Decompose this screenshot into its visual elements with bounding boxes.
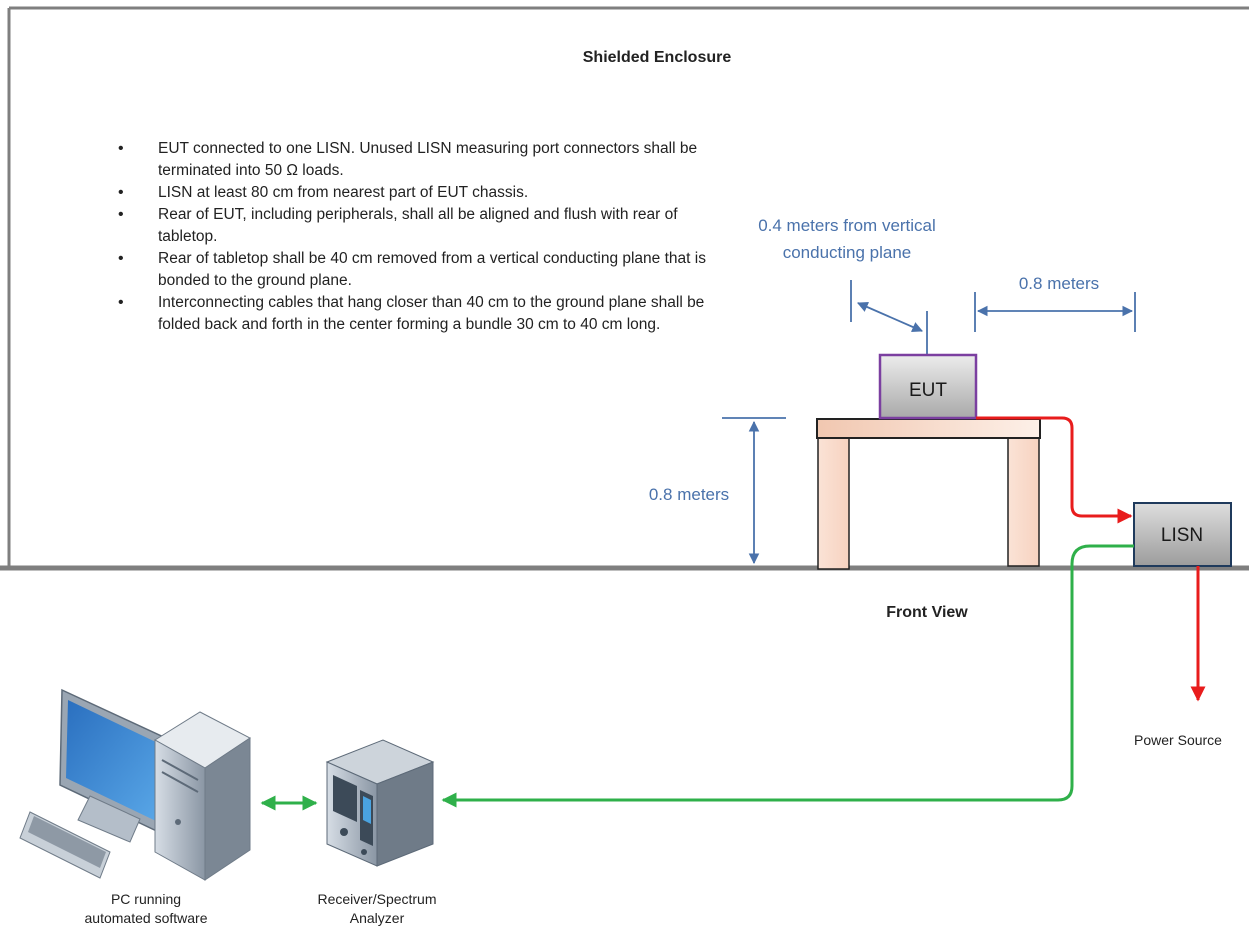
dim-lisn-distance-marker: [974, 292, 1136, 332]
requirement-item: Rear of EUT, including peripherals, shal…: [118, 204, 718, 248]
spectrum-analyzer-icon: [325, 739, 435, 867]
shielded-enclosure: [0, 6, 1249, 571]
table: [816, 418, 1041, 570]
requirement-item: EUT connected to one LISN. Unused LISN m…: [118, 138, 718, 182]
dim-table-height-marker: [722, 417, 786, 565]
power-cable-eut-lisn: [976, 416, 1133, 524]
receiver-label-line2: Analyzer: [350, 910, 405, 926]
enclosure-title: Shielded Enclosure: [583, 49, 732, 66]
eut-box: [878, 353, 978, 420]
table-leg-right: [1007, 437, 1040, 567]
requirements-list: EUT connected to one LISN. Unused LISN m…: [118, 138, 718, 336]
signal-cable-lisn-receiver: [441, 544, 1134, 808]
requirement-item: Rear of tabletop shall be 40 cm removed …: [118, 248, 718, 292]
pc-label-line1: PC running: [111, 891, 181, 907]
power-source-label: Power Source: [1134, 732, 1222, 748]
dim-vertical-plane-line1: 0.4 meters from vertical: [758, 216, 936, 235]
dim-vertical-plane-line2: conducting plane: [783, 243, 912, 262]
dim-lisn-distance: 0.8 meters: [1019, 274, 1099, 293]
pc-computer-icon: [19, 688, 251, 881]
requirement-item: Interconnecting cables that hang closer …: [118, 292, 718, 336]
lisn-box: [1133, 502, 1232, 567]
dim-table-height: 0.8 meters: [649, 485, 729, 504]
dim-vertical-plane-marker: [850, 280, 928, 354]
lisn-label: LISN: [1161, 525, 1203, 546]
receiver-label-line1: Receiver/Spectrum: [317, 891, 436, 907]
eut-label: EUT: [909, 380, 947, 401]
table-leg-left: [817, 437, 850, 570]
pc-label-line2: automated software: [85, 910, 208, 926]
requirement-item: LISN at least 80 cm from nearest part of…: [118, 182, 718, 204]
tabletop: [816, 418, 1041, 439]
front-view-label: Front View: [886, 604, 968, 621]
